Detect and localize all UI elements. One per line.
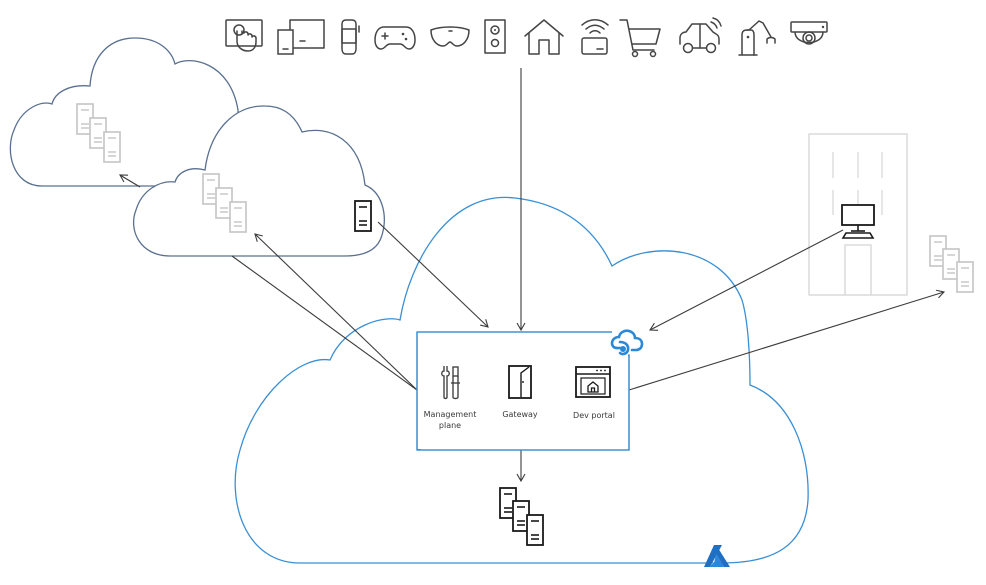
gamepad-icon [374, 26, 416, 50]
component-management-plane[interactable]: Management plane [424, 366, 477, 430]
connections [119, 68, 946, 483]
backend-servers [499, 487, 544, 546]
gateway-label: Gateway [502, 410, 538, 419]
door-icon [508, 365, 532, 399]
on-prem-servers [929, 235, 974, 293]
component-dev-portal[interactable]: Dev portal [573, 366, 615, 420]
arrow-mgmt-to-cloud1 [231, 255, 418, 391]
client-devices [225, 17, 828, 58]
security-camera-icon [790, 21, 828, 45]
desktop-computer-icon [841, 204, 875, 239]
robotic-arm-icon [738, 20, 776, 56]
wireless-card-icon [581, 19, 609, 55]
external-cloud-1 [9, 37, 239, 187]
speaker-icon [484, 19, 506, 54]
api-management-cloud-icon [610, 329, 644, 356]
management-plane-label: Management [424, 410, 477, 419]
smartwatch-icon [341, 19, 360, 55]
tools-icon [441, 366, 460, 400]
arrow-workstation-to-apim [649, 229, 844, 331]
arrow-cloud2-server-to-apim [377, 221, 489, 328]
tablet-desktop-icon [277, 19, 325, 55]
external-cloud-2-server [354, 200, 372, 232]
connected-car-icon [679, 17, 722, 54]
arrow-devportal-to-onprem-servers [628, 289, 946, 391]
arrow-mgmt-to-cloud2 [254, 233, 418, 391]
management-plane-label-2: plane [439, 421, 461, 430]
azure-cloud [234, 196, 809, 564]
azure-logo-icon [704, 545, 730, 567]
home-icon [524, 19, 564, 55]
apim-box: Management plane Gateway Dev portal [416, 329, 644, 451]
touch-screen-icon [225, 19, 263, 52]
vr-headset-icon [430, 26, 470, 47]
dev-portal-label: Dev portal [573, 411, 615, 420]
component-gateway[interactable]: Gateway [502, 365, 538, 419]
external-cloud-2 [132, 105, 385, 257]
arrow-cloud1-segment [119, 174, 141, 188]
browser-home-icon [575, 366, 611, 398]
shopping-cart-icon [619, 19, 661, 58]
